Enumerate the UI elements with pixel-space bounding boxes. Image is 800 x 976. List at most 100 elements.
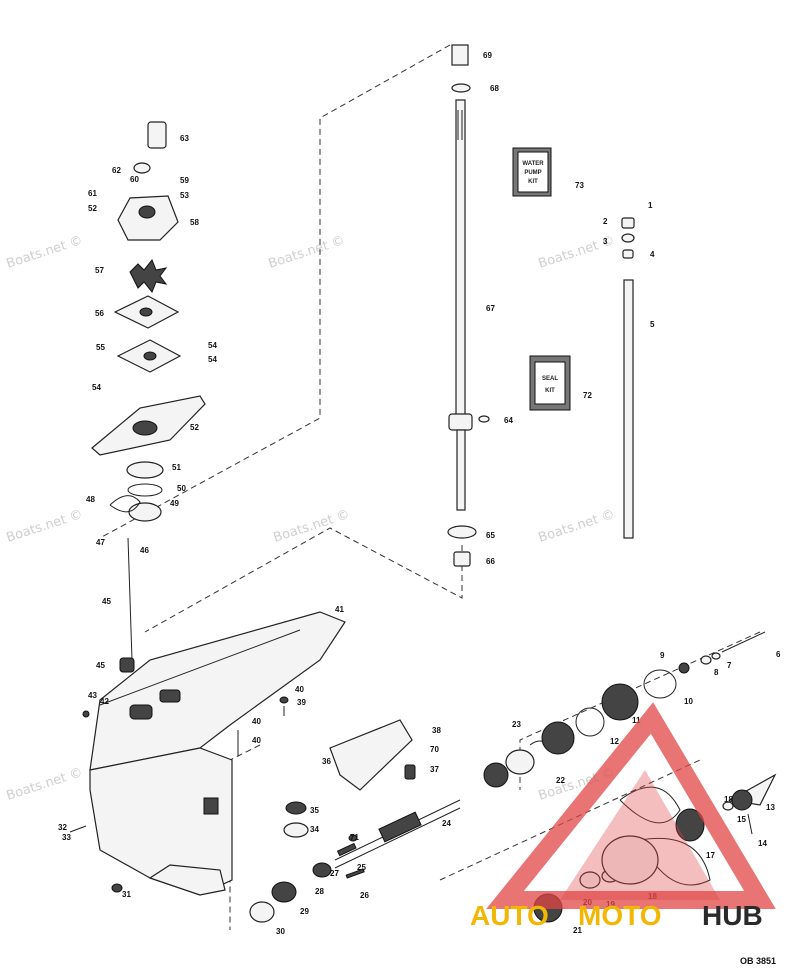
part-label: 52: [88, 204, 97, 213]
part-label: 6: [776, 650, 781, 659]
part-label: 37: [430, 765, 439, 774]
part-label: 52: [190, 423, 199, 432]
part-label: 29: [300, 907, 309, 916]
part-label: 33: [62, 833, 71, 842]
part-label: 28: [315, 887, 324, 896]
part-label: 25: [357, 863, 366, 872]
part-label: 64: [504, 416, 513, 425]
part-label: 14: [758, 839, 767, 848]
part-label: 40: [252, 736, 261, 745]
part-label: 23: [512, 720, 521, 729]
part-label: 8: [714, 668, 719, 677]
watermark: Boats.net ©: [5, 233, 85, 272]
watermark: Boats.net ©: [537, 507, 617, 546]
part-label: 12: [610, 737, 619, 746]
svg-text:WATER: WATER: [522, 161, 544, 167]
svg-text:HUB: HUB: [702, 900, 763, 931]
part-label: 15: [737, 815, 746, 824]
water-pump-kit: WATER PUMP KIT: [512, 147, 552, 197]
part-label: 50: [177, 484, 186, 493]
part-label: 1: [648, 201, 653, 210]
part-label: 32: [58, 823, 67, 832]
part-label: 22: [556, 776, 565, 785]
part-label: 71: [350, 833, 359, 842]
svg-text:AUTO: AUTO: [470, 900, 549, 931]
part-label: 47: [96, 538, 105, 547]
part-label: 40: [295, 685, 304, 694]
part-label: 59: [180, 176, 189, 185]
part-label: 35: [310, 806, 319, 815]
part-label: 56: [95, 309, 104, 318]
svg-text:MOTO: MOTO: [578, 900, 661, 931]
diagram-code: OB 3851: [740, 956, 776, 966]
part-label: 53: [180, 191, 189, 200]
part-label: 5: [650, 320, 655, 329]
part-label: 54: [208, 341, 217, 350]
part-label: 7: [727, 661, 732, 670]
watermark: Boats.net ©: [267, 233, 347, 272]
svg-text:KIT: KIT: [528, 179, 538, 185]
part-label: 54: [92, 383, 101, 392]
water-tube: [119, 537, 135, 673]
part-label: 58: [190, 218, 199, 227]
part-label: 66: [486, 557, 495, 566]
part-label: 2: [603, 217, 608, 226]
part-label: 54: [208, 355, 217, 364]
gearcase-internals: [249, 631, 766, 923]
part-label: 70: [430, 745, 439, 754]
part-label: 17: [706, 851, 715, 860]
fasteners: [69, 696, 753, 893]
part-label: 62: [112, 166, 121, 175]
svg-text:PUMP: PUMP: [524, 170, 541, 176]
part-label: 18: [724, 795, 733, 804]
svg-text:KIT: KIT: [545, 388, 555, 394]
part-label: 43: [88, 691, 97, 700]
part-label: 69: [483, 51, 492, 60]
part-label: 48: [86, 495, 95, 504]
watermark: Boats.net ©: [5, 765, 85, 804]
water-pump-stack: [91, 121, 206, 522]
watermark: Boats.net ©: [272, 507, 352, 546]
part-label: 34: [310, 825, 319, 834]
part-labels: 69 68 63 62 60 59 61 53 52 58 73 1 2 3 4…: [58, 51, 781, 936]
svg-text:SEAL: SEAL: [542, 376, 558, 382]
part-label: 45: [96, 661, 105, 670]
part-label: 9: [660, 651, 665, 660]
part-label: 46: [140, 546, 149, 555]
part-label: 41: [335, 605, 344, 614]
part-label: 45: [102, 597, 111, 606]
part-label: 72: [583, 391, 592, 400]
part-label: 11: [632, 716, 641, 725]
part-label: 55: [96, 343, 105, 352]
autmotohub-logo: AUTO MOTO HUB: [470, 702, 776, 931]
shift-rod: [621, 217, 635, 539]
part-label: 27: [330, 869, 339, 878]
propeller: [601, 773, 777, 886]
part-label: 57: [95, 266, 104, 275]
part-label: 13: [766, 803, 775, 812]
part-label: 4: [650, 250, 655, 259]
drive-shaft: [447, 44, 490, 567]
watermarks: Boats.net © Boats.net © Boats.net © Boat…: [5, 233, 617, 804]
part-label: 49: [170, 499, 179, 508]
part-label: 10: [684, 697, 693, 706]
part-label: 67: [486, 304, 495, 313]
part-label: 21: [573, 926, 582, 935]
part-label: 30: [276, 927, 285, 936]
part-label: 61: [88, 189, 97, 198]
part-label: 73: [575, 181, 584, 190]
part-label: 51: [172, 463, 181, 472]
gear-housing: [89, 611, 346, 896]
part-label: 26: [360, 891, 369, 900]
part-label: 38: [432, 726, 441, 735]
part-label: 65: [486, 531, 495, 540]
part-label: 31: [122, 890, 131, 899]
seal-kit: SEAL KIT: [529, 355, 571, 411]
part-label: 36: [322, 757, 331, 766]
part-label: 68: [490, 84, 499, 93]
part-label: 24: [442, 819, 451, 828]
part-label: 40: [252, 717, 261, 726]
part-label: 63: [180, 134, 189, 143]
part-label: 60: [130, 175, 139, 184]
